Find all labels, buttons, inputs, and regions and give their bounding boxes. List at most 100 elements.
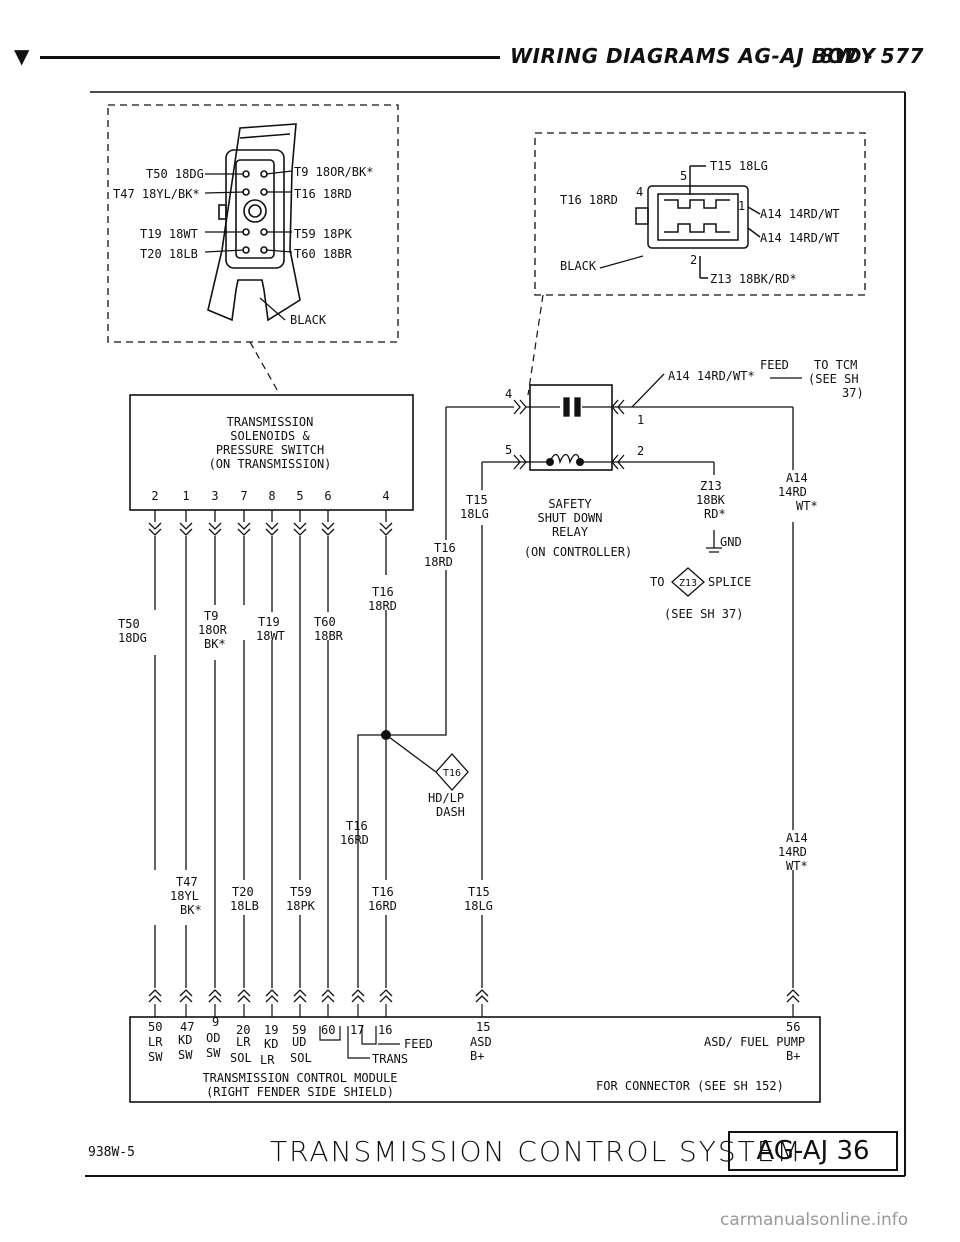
tcm-pin-59: 59 bbox=[292, 1023, 306, 1037]
label-t15b-2: 18LG bbox=[464, 899, 493, 913]
header-title: WIRING DIAGRAMS AG-AJ BODY bbox=[510, 44, 876, 68]
splice-t16-id: T16 bbox=[443, 768, 461, 779]
tcm-pin-17: 17 bbox=[350, 1023, 364, 1037]
header-page-number: 8W - 577 bbox=[820, 44, 924, 68]
relay-box bbox=[529, 384, 613, 471]
label-a14a-2: 14RD bbox=[778, 485, 807, 499]
solenoids-line-2: SOLENOIDS & bbox=[230, 429, 310, 443]
label-t16b-2: 18RD bbox=[424, 555, 453, 569]
relay-pin-4: 4 bbox=[505, 387, 512, 401]
sol-pin-6: 6 bbox=[324, 489, 331, 503]
right-wire-label-3: T59 18PK bbox=[294, 227, 353, 241]
label-z13-1: Z13 bbox=[700, 479, 722, 493]
relay-label-3: RELAY bbox=[552, 525, 589, 539]
right-wire-label-2: T16 18RD bbox=[294, 187, 352, 201]
tcm-pin-47: 47 bbox=[180, 1020, 194, 1034]
label-t9-2: 18OR bbox=[198, 623, 228, 637]
tcm-pin-9: 9 bbox=[212, 1015, 219, 1029]
sol-pin-4: 4 bbox=[382, 489, 389, 503]
label-t59-2: 18PK bbox=[286, 899, 316, 913]
label-t9-1: T9 bbox=[204, 609, 218, 623]
label-t16d-2: 16RD bbox=[368, 899, 397, 913]
right-conn-wire-4: A14 14RD/WT bbox=[760, 231, 839, 245]
tcm-r3-5: LR bbox=[260, 1053, 275, 1067]
label-t20-1: T20 bbox=[232, 885, 254, 899]
left-wire-label-1: T50 18DG bbox=[146, 167, 204, 181]
label-t59-1: T59 bbox=[290, 885, 312, 899]
relay-feed-wire: A14 14RD/WT* bbox=[668, 369, 755, 383]
wires bbox=[154, 406, 794, 988]
label-z13-3: RD* bbox=[704, 507, 726, 521]
tcm-r2-5: KD bbox=[264, 1037, 278, 1051]
sol-pin-2: 2 bbox=[151, 489, 158, 503]
tcm-asd-2: B+ bbox=[470, 1049, 484, 1063]
label-t47-1: T47 bbox=[176, 875, 198, 889]
splice-note: (SEE SH 37) bbox=[664, 607, 743, 621]
tcm-pin-15: 15 bbox=[476, 1020, 490, 1034]
header-rule bbox=[40, 56, 500, 59]
right-wire-label-1: T9 18OR/BK* bbox=[294, 165, 373, 179]
label-t19-1: T19 bbox=[258, 615, 280, 629]
tcm-asd-fuel-2: B+ bbox=[786, 1049, 800, 1063]
relay-label-2: SHUT DOWN bbox=[537, 511, 602, 525]
relay-feed-note-2: (SEE SH bbox=[808, 372, 859, 386]
sol-pin-5: 5 bbox=[296, 489, 303, 503]
label-a14a-3: WT* bbox=[796, 499, 818, 513]
tcm-connector-note: FOR CONNECTOR (SEE SH 152) bbox=[596, 1079, 784, 1093]
tcm-title-2: (RIGHT FENDER SIDE SHIELD) bbox=[206, 1085, 394, 1099]
splice-t16-icon bbox=[435, 753, 469, 791]
bottom-connector-chevrons bbox=[148, 989, 800, 1003]
tcm-trans: TRANS bbox=[372, 1052, 408, 1066]
splice-id: Z13 bbox=[679, 578, 697, 589]
sol-pin-3: 3 bbox=[211, 489, 218, 503]
right-conn-wire-5: Z13 18BK/RD* bbox=[710, 272, 797, 286]
label-a14b-2: 14RD bbox=[778, 845, 807, 859]
tcm-feed: FEED bbox=[404, 1037, 433, 1051]
label-a14b-3: WT* bbox=[786, 859, 808, 873]
tcm-r2-1: LR bbox=[148, 1035, 163, 1049]
tcm-r3-3: SW bbox=[206, 1046, 221, 1060]
splice-t16-label-1: HD/LP bbox=[428, 791, 464, 805]
right-conn-wire-3: A14 14RD/WT bbox=[760, 207, 839, 221]
left-connector-color: BLACK bbox=[290, 313, 327, 327]
label-t20-2: 18LB bbox=[230, 899, 259, 913]
tcm-r2-4: LR bbox=[236, 1035, 251, 1049]
label-a14b-1: A14 bbox=[786, 831, 808, 845]
label-t16a-2: 18RD bbox=[368, 599, 397, 613]
tcm-pin-16: 16 bbox=[378, 1023, 392, 1037]
left-wire-label-2: T47 18YL/BK* bbox=[113, 187, 200, 201]
footer-code: 938W-5 bbox=[88, 1145, 135, 1160]
label-z13-2: 18BK bbox=[696, 493, 726, 507]
tcm-r2-2: KD bbox=[178, 1033, 192, 1047]
relay-feed-note-1: TO TCM bbox=[814, 358, 857, 372]
relay-feed-note-3: 37) bbox=[842, 386, 864, 400]
label-a14a-1: A14 bbox=[786, 471, 808, 485]
label-t16c-1: T16 bbox=[346, 819, 368, 833]
right-conn-pin-1: 1 bbox=[738, 199, 745, 213]
tcm-r3-2: SW bbox=[178, 1048, 193, 1062]
footer-page-box: AG-AJ 36 bbox=[728, 1131, 898, 1171]
tcm-box bbox=[129, 1016, 821, 1103]
right-conn-wire-1: T15 18LG bbox=[710, 159, 768, 173]
splice-dot bbox=[381, 730, 391, 740]
sol-pin-7: 7 bbox=[240, 489, 247, 503]
splice-t16-label-2: DASH bbox=[436, 805, 465, 819]
label-t16d-1: T16 bbox=[372, 885, 394, 899]
right-conn-pin-5: 5 bbox=[680, 169, 687, 183]
relay-pin-1: 1 bbox=[637, 413, 644, 427]
label-t15b-1: T15 bbox=[468, 885, 490, 899]
label-t60-1: T60 bbox=[314, 615, 336, 629]
solenoids-line-3: PRESSURE SWITCH bbox=[216, 443, 324, 457]
tcm-pin-60: 60 bbox=[321, 1023, 335, 1037]
tcm-asd-1: ASD bbox=[470, 1035, 492, 1049]
footer-title: TRANSMISSION CONTROL SYSTEM bbox=[270, 1135, 803, 1168]
relay-label-1: SAFETY bbox=[548, 497, 592, 511]
label-t16b-1: T16 bbox=[434, 541, 456, 555]
label-t50-1: T50 bbox=[118, 617, 140, 631]
relay-internals bbox=[513, 373, 665, 470]
tcm-r3-4: SOL bbox=[230, 1051, 252, 1065]
label-t16c-2: 16RD bbox=[340, 833, 369, 847]
tcm-pin-56: 56 bbox=[786, 1020, 800, 1034]
right-connector-color: BLACK bbox=[560, 259, 597, 273]
